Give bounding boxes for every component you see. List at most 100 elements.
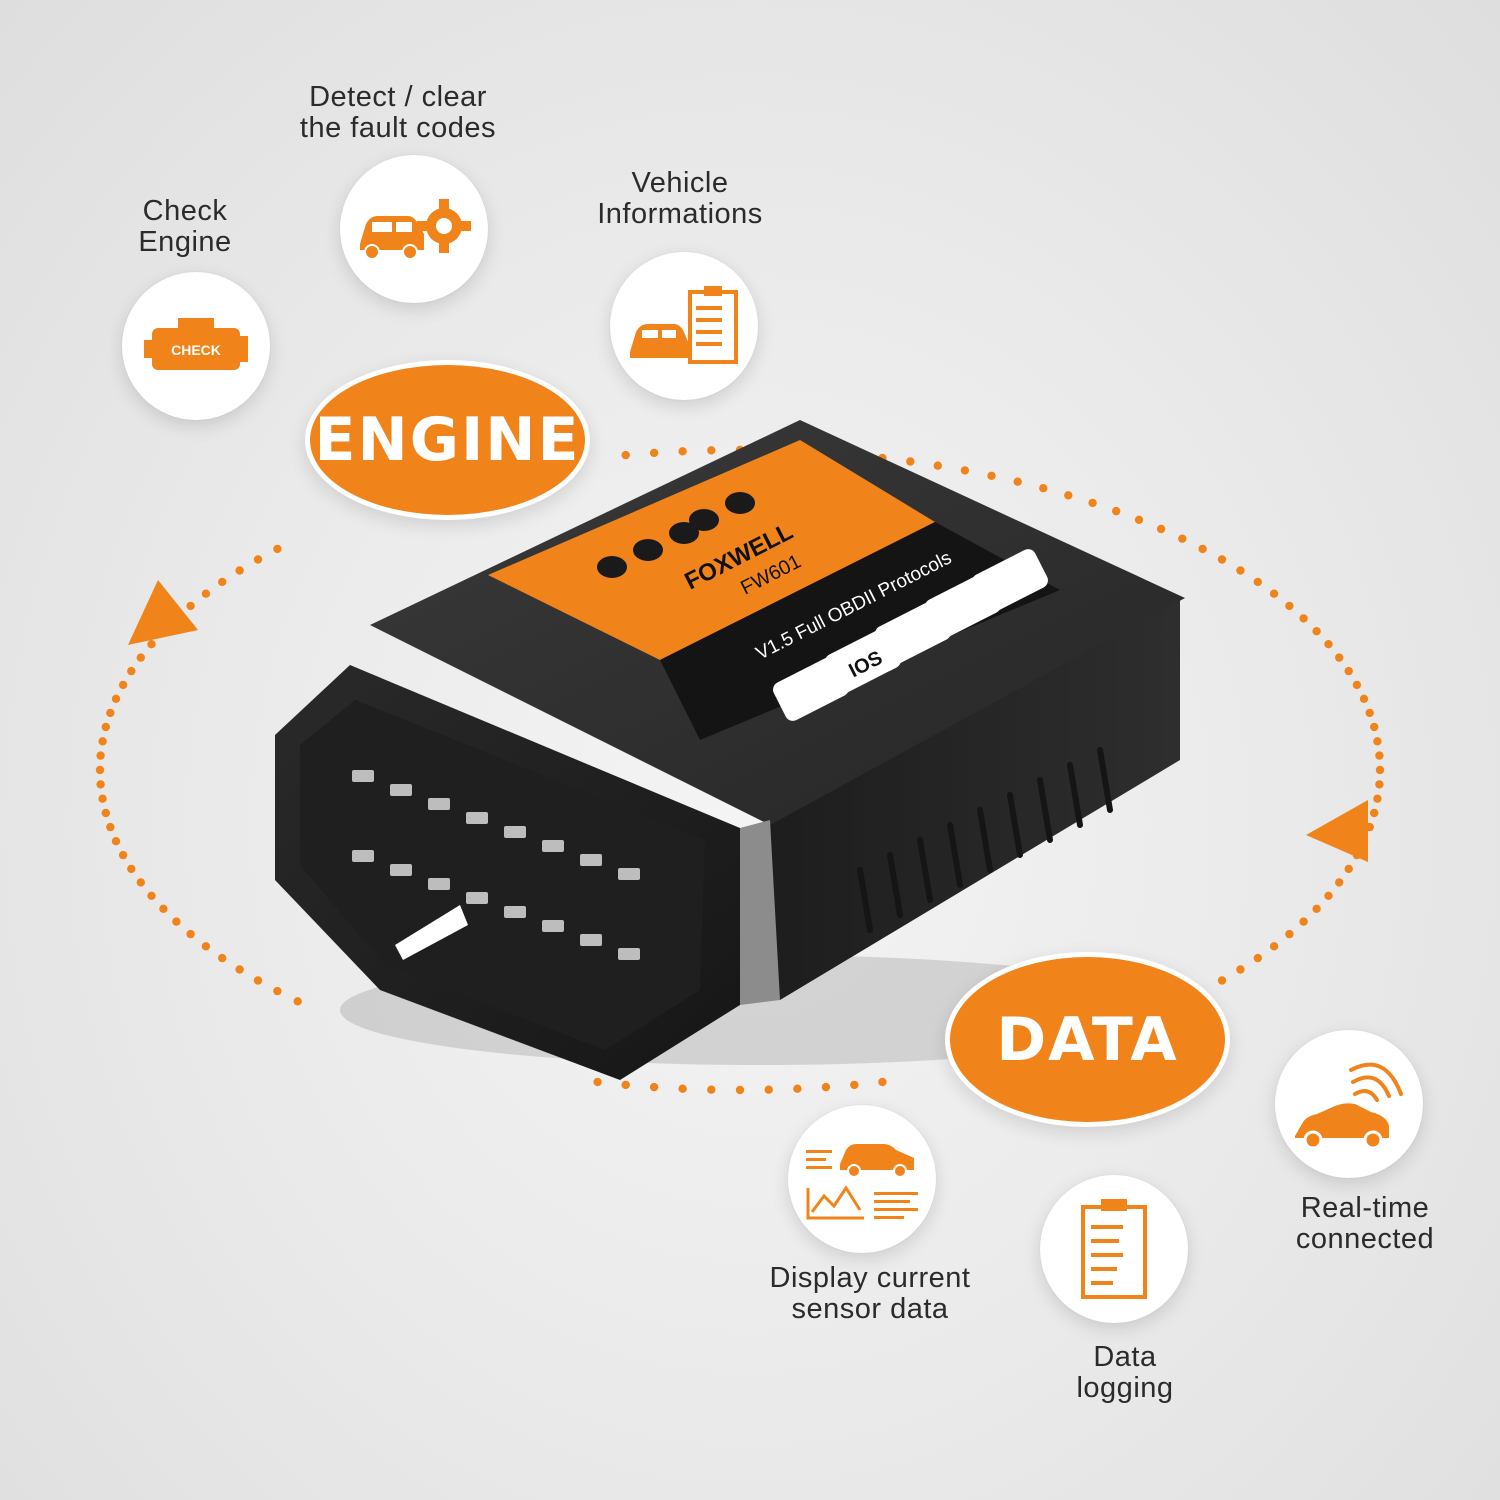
orbit-dot	[111, 837, 121, 846]
orbit-dot	[1285, 929, 1294, 939]
vehicle-info-label: Vehicle Informations	[597, 167, 763, 230]
device-label-orange	[488, 440, 935, 660]
orbit-dot	[621, 450, 630, 460]
obd-pin	[352, 850, 374, 862]
obd-pin	[618, 948, 640, 960]
orbit-dot	[159, 904, 168, 913]
orbit-dot	[186, 601, 195, 611]
orbit-dot	[1064, 491, 1073, 500]
orbit-dot	[1217, 976, 1227, 985]
orbit-dot	[1088, 498, 1097, 508]
obd-pins	[352, 770, 640, 960]
orbit-dot	[111, 694, 121, 703]
obd-pin	[428, 878, 450, 890]
orbit-dot	[906, 457, 915, 466]
device-badges: IOS	[773, 549, 1048, 721]
orbit-dot	[136, 878, 145, 887]
orbit-dot	[235, 965, 244, 974]
obd-pin	[580, 934, 602, 946]
orbit-dot	[101, 808, 111, 818]
orbit-dot	[172, 917, 181, 926]
sensor-data-label: Display current sensor data	[769, 1262, 971, 1325]
orbit-dot	[1299, 917, 1308, 926]
orbit-dot	[1269, 942, 1279, 951]
car-signal-icon	[1295, 1062, 1403, 1150]
orbit-dot	[127, 864, 136, 874]
orbit-dot	[593, 1077, 602, 1087]
orbit-dot	[95, 765, 105, 775]
orbit-dot	[1359, 694, 1369, 703]
orbit-dot	[106, 708, 115, 718]
orbit-dot	[933, 461, 942, 470]
device-vents	[857, 747, 1113, 933]
device-leds	[597, 492, 755, 578]
obd-pin	[466, 812, 488, 824]
orbit-dot	[1312, 904, 1321, 913]
orbit-dot	[1312, 627, 1321, 636]
fault-codes-feature	[340, 155, 488, 303]
orbit-dot	[293, 997, 302, 1006]
fault-codes-label: Detect / clear the fault codes	[299, 81, 497, 144]
orbit-dot	[98, 794, 107, 803]
check-engine-icon: CHECK	[144, 318, 248, 370]
vehicle-info-feature	[610, 252, 758, 400]
orbit-dot	[1375, 765, 1385, 775]
orbit-dot	[850, 1080, 859, 1090]
clipboard-icon	[1081, 1199, 1147, 1299]
realtime-feature	[1275, 1030, 1423, 1178]
orbit-dot	[1134, 515, 1144, 524]
orbit-dot	[1344, 864, 1353, 874]
obd-pin	[542, 920, 564, 932]
orbit-dot	[649, 448, 659, 458]
orbit-dot	[960, 466, 970, 475]
orbit-dot	[1236, 566, 1245, 575]
data-pill-label: DATA	[996, 1004, 1179, 1075]
orbit-dot	[218, 953, 227, 963]
obd-pin	[428, 798, 450, 810]
orbit-dot	[1013, 477, 1022, 486]
orbit-dot	[1373, 794, 1382, 803]
realtime-label: Real-time connected	[1295, 1192, 1435, 1255]
orbit-dot	[98, 737, 107, 746]
orbit-dot	[1285, 601, 1294, 611]
orbit-dot	[253, 555, 263, 564]
orbit-dot	[218, 577, 227, 587]
orbit-dot	[201, 589, 211, 598]
orbit-dot	[201, 942, 211, 951]
orbit-dot	[127, 666, 136, 676]
obd-pin	[504, 826, 526, 838]
orbit-dot	[1344, 666, 1353, 676]
data-logging-feature	[1040, 1175, 1188, 1323]
check-engine-feature: CHECK	[122, 272, 270, 420]
obd-pin	[390, 864, 412, 876]
obd-pin	[542, 840, 564, 852]
obd-pin	[580, 854, 602, 866]
orbit-dot	[1253, 577, 1263, 587]
orbit-dot	[118, 680, 128, 690]
orbit-dot	[621, 1080, 630, 1090]
orbit-dot	[1370, 808, 1379, 818]
orbit-dot	[707, 1085, 716, 1094]
orbit-dot	[136, 653, 145, 662]
sensor-chart-icon	[806, 1144, 918, 1220]
orbit-dot	[1365, 708, 1374, 718]
orbit-dot	[1217, 555, 1227, 564]
orbit-dot	[1335, 878, 1344, 887]
orbit-dot	[1352, 680, 1362, 690]
orbit-dot	[1324, 640, 1333, 649]
device-label-black	[660, 522, 1060, 740]
engine-pill-label: ENGINE	[314, 405, 581, 475]
orbit-dot	[1370, 722, 1379, 732]
orbit-dot	[678, 447, 687, 456]
orbit-dot	[1324, 891, 1333, 900]
orbit-dot	[186, 929, 195, 939]
obd-pin	[504, 906, 526, 918]
orbit-dot	[649, 1082, 659, 1092]
orbit-dot	[101, 722, 111, 732]
orbit-dot	[147, 891, 156, 900]
orbit-dot	[678, 1084, 687, 1093]
orbit-dot	[106, 822, 115, 832]
orbit-dot	[707, 446, 716, 455]
car-gear-icon	[360, 199, 471, 260]
